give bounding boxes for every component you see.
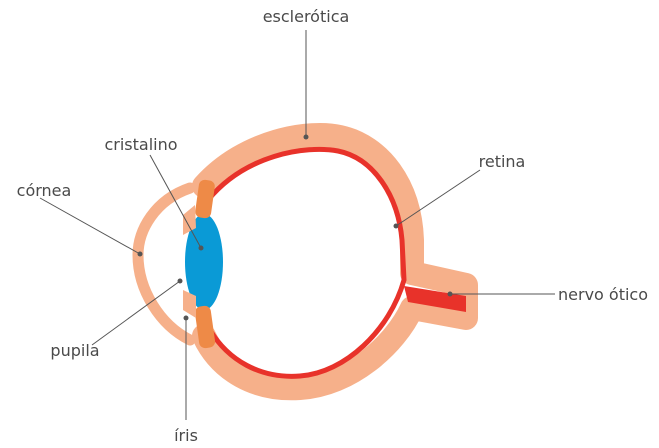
sclera-shape (204, 135, 466, 388)
leader-pupila (92, 279, 183, 346)
label-iris: íris (174, 426, 198, 445)
label-pupila: pupila (50, 341, 99, 360)
label-cristalino: cristalino (104, 135, 177, 154)
leader-cornea (40, 198, 143, 257)
leader-esclerotica (304, 30, 309, 140)
label-retina: retina (479, 152, 526, 171)
label-nervo-otico: nervo ótico (558, 285, 648, 304)
label-esclerotica: esclerótica (263, 7, 350, 26)
label-cornea: córnea (17, 181, 72, 200)
cornea-shape (138, 188, 190, 340)
